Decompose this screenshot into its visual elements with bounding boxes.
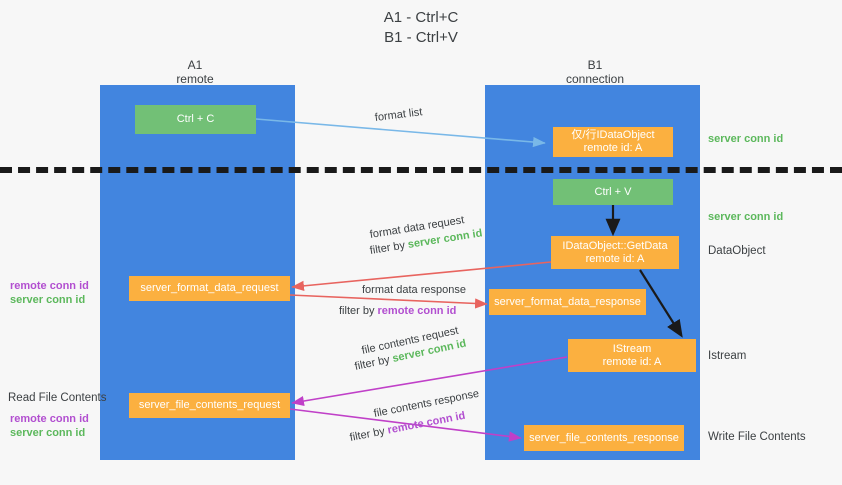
annotation-server-conn-id-top: server conn id (708, 133, 784, 145)
box-server-file-contents-request-label: server_file_contents_request (138, 399, 281, 411)
box-idataobject-getdata-line1: IDataObject::GetData (562, 239, 668, 252)
box-server-format-data-request-label: server_format_data_request (140, 282, 279, 294)
box-server-format-data-response[interactable]: server_format_data_response (489, 289, 646, 315)
column-a1-sub: remote (176, 72, 214, 86)
filter-prefix-1: filter by (368, 239, 409, 257)
column-b1-sub: connection (565, 72, 625, 86)
annotation-remote-conn-id-2: remote conn id (10, 413, 89, 425)
filter-prefix-3: filter by (353, 353, 394, 373)
box-server-file-contents-response-label: server_file_contents_response (529, 431, 679, 444)
annotation-remote-conn-id-1: remote conn id (10, 280, 89, 292)
box-istream[interactable]: IStream remote id: A (568, 339, 696, 372)
annotation-server-conn-id-mid: server conn id (708, 211, 784, 223)
box-server-format-data-request[interactable]: server_format_data_request (129, 276, 290, 301)
box-ctrl-c-label: Ctrl + C (176, 113, 215, 125)
column-a1-name: A1 (187, 58, 203, 72)
box-server-file-contents-request[interactable]: server_file_contents_request (129, 393, 290, 418)
box-istream-line2: remote id: A (602, 355, 662, 368)
box-idataobject-store-line2: remote id: A (583, 142, 643, 154)
filter-prefix-4: filter by (348, 424, 389, 444)
box-idataobject-store[interactable]: 仅/行IDataObject remote id: A (553, 127, 673, 157)
box-idataobject-getdata-line2: remote id: A (585, 252, 645, 265)
edge-label-format-data-response: format data response (362, 284, 466, 296)
edge-label-format-data-response-filter: filter by remote conn id (339, 305, 456, 318)
annotation-read-file-contents: Read File Contents (8, 392, 107, 404)
title-line-2: B1 - Ctrl+V (384, 29, 458, 46)
annotation-istream: Istream (708, 350, 747, 362)
column-header-b1: B1 connection (520, 58, 670, 86)
box-istream-line1: IStream (612, 342, 652, 355)
annotation-dataobject: DataObject (708, 245, 766, 257)
box-idataobject-getdata[interactable]: IDataObject::GetData remote id: A (551, 236, 679, 269)
box-ctrl-v[interactable]: Ctrl + V (553, 179, 673, 205)
column-header-a1: A1 remote (120, 58, 270, 86)
box-server-file-contents-response[interactable]: server_file_contents_response (524, 425, 684, 451)
box-ctrl-v-label: Ctrl + V (594, 185, 632, 198)
box-idataobject-store-line1: 仅/行IDataObject (571, 129, 655, 141)
annotation-server-conn-id-1: server conn id (10, 294, 86, 306)
edge-label-file-contents-response-filter: filter by remote conn id (349, 410, 467, 445)
box-ctrl-c[interactable]: Ctrl + C (135, 105, 256, 134)
annotation-write-file-contents: Write File Contents (708, 431, 806, 443)
filter-value-remote-conn-id-1: remote conn id (377, 305, 457, 317)
edge-label-format-list: format list (374, 106, 424, 124)
column-b1-name: B1 (587, 58, 603, 72)
page-title: A1 - Ctrl+C B1 - Ctrl+V (0, 8, 842, 48)
box-server-format-data-response-label: server_format_data_response (494, 295, 641, 308)
filter-prefix-2: filter by (339, 305, 378, 317)
dashed-divider (0, 167, 842, 173)
title-line-1: A1 - Ctrl+C (383, 9, 459, 26)
annotation-server-conn-id-2: server conn id (10, 427, 86, 439)
